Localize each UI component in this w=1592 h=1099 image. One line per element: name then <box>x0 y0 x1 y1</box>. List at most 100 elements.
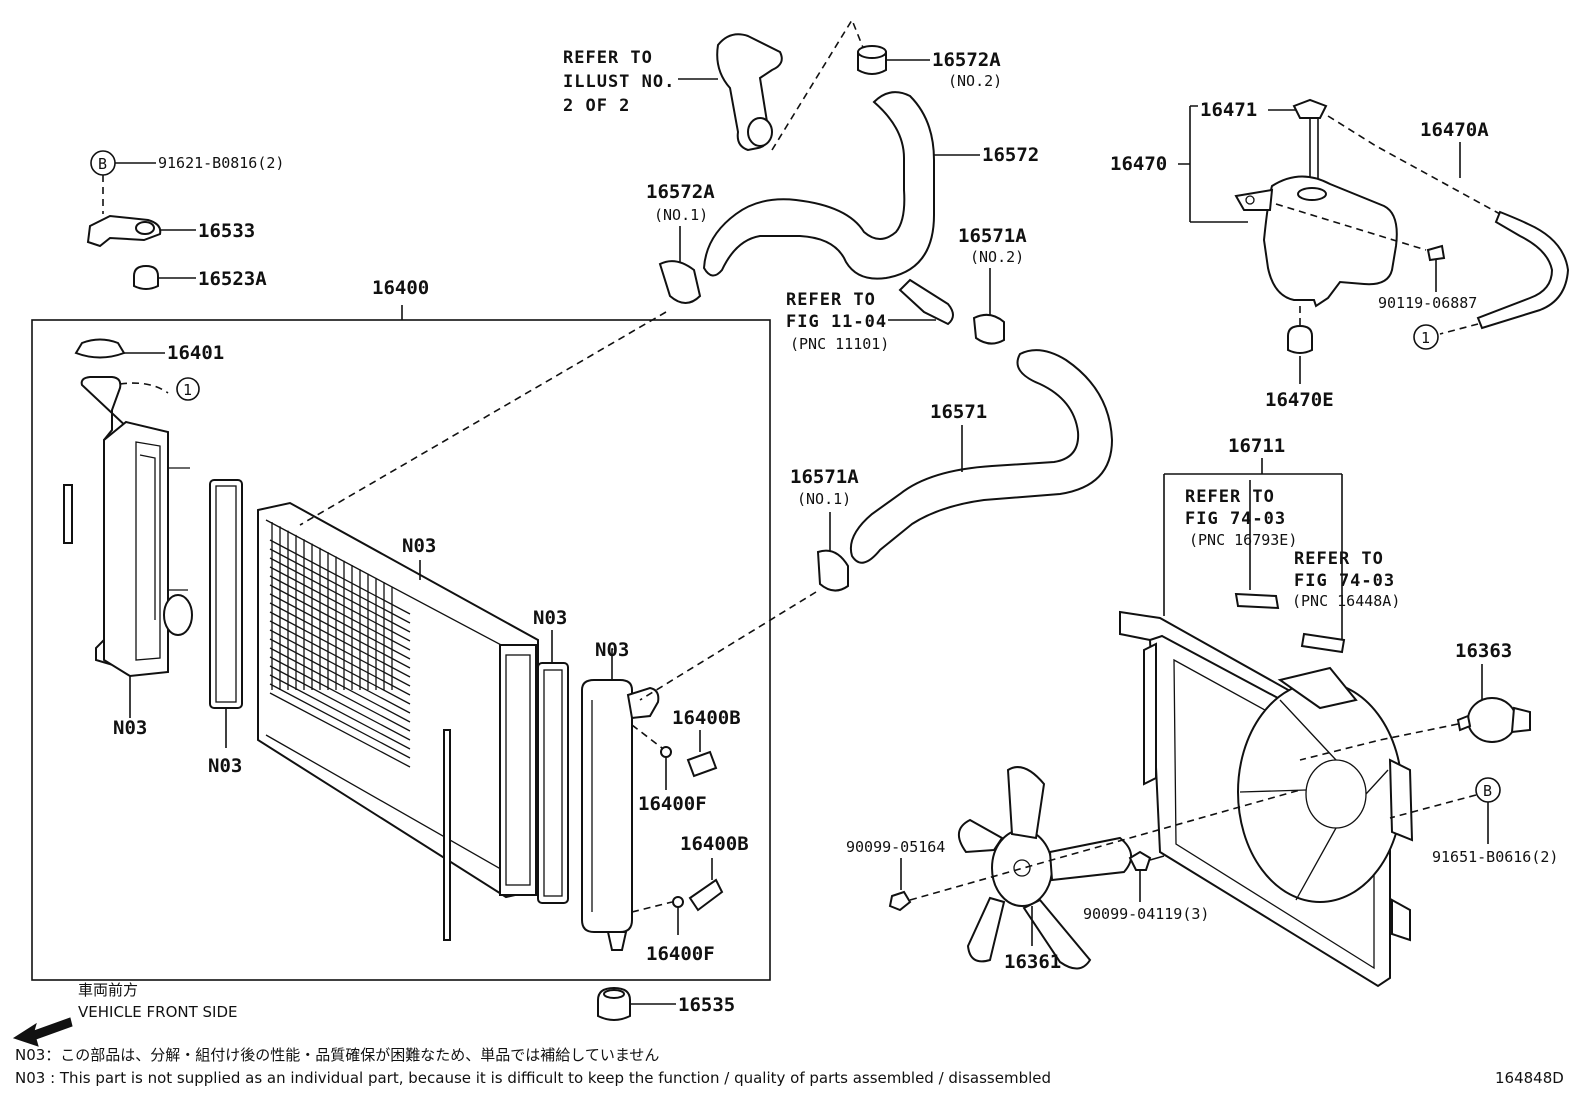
drain-cock-16535: 16535 <box>597 986 735 1021</box>
core-fin-line <box>269 656 411 732</box>
core-fin-line <box>269 548 411 624</box>
label-no1-lower: (NO.1) <box>797 490 851 508</box>
core-fin-line <box>269 557 411 633</box>
label-16572A-no1: 16572A <box>646 181 715 203</box>
radiator-right-tank: N03 <box>581 639 660 951</box>
label-16363: 16363 <box>1455 640 1512 662</box>
core-fin-line <box>269 692 411 768</box>
mount-cushion-16523A: 16523A <box>133 264 267 290</box>
core-fin-line <box>269 638 411 714</box>
core-fin-line <box>269 620 411 696</box>
refer-illust-line3: 2 OF 2 <box>563 96 630 116</box>
label-16711: 16711 <box>1228 435 1285 457</box>
core-fin-line <box>269 593 411 669</box>
label-90099-04119: 90099-04119(3) <box>1083 905 1209 923</box>
label-no2-upper: (NO.2) <box>948 72 1002 90</box>
refer-fig1104-line1: REFER TO <box>786 290 876 310</box>
orientation-jp: 車両前方 <box>78 981 138 999</box>
radiator-left-tank: 1 N03 <box>63 376 200 739</box>
label-16471: 16471 <box>1200 99 1257 121</box>
core-fin-line <box>269 629 411 705</box>
label-16571: 16571 <box>930 401 987 423</box>
shroud-bolt-90099-04119: 90099-04119(3) <box>1083 850 1209 923</box>
label-no2-mid: (NO.2) <box>970 248 1024 266</box>
label-n03-left-gasket: N03 <box>208 755 242 777</box>
label-16400F-upper: 16400F <box>638 793 707 815</box>
core-fins <box>269 522 411 768</box>
refer-fig1104-line2: FIG 11-04 <box>786 312 887 332</box>
fan-motor-16363: 16363 <box>1299 640 1531 761</box>
label-16533: 16533 <box>198 220 255 242</box>
label-16400F-lower: 16400F <box>646 943 715 965</box>
label-91621-B0816: 91621-B0816(2) <box>158 154 284 172</box>
refer-illust-line2: ILLUST NO. <box>563 72 675 92</box>
drain-plug-lower: 16400B 16400F <box>631 833 749 965</box>
label-16470A: 16470A <box>1420 119 1489 141</box>
hose-clamp-16572A-no2: 16572A (NO.2) <box>857 45 1002 90</box>
label-90099-05164: 90099-05164 <box>846 838 945 856</box>
refer-fig-11-04: REFER TO FIG 11-04 (PNC 11101) <box>786 290 936 353</box>
left-gasket: N03 <box>208 479 243 777</box>
refer-fig1104-line3: (PNC 11101) <box>790 335 889 353</box>
cooling-fan-16361: 16361 <box>958 766 1132 973</box>
label-16470: 16470 <box>1110 153 1167 175</box>
svg-text:B: B <box>1483 782 1492 800</box>
fan-shroud-group: 16711 REFER TO FIG 74-03 (PNC 16793E) RE… <box>1119 435 1414 988</box>
upper-radiator-hose-16572: 16572 <box>702 91 1039 326</box>
label-90119-06887: 90119-06887 <box>1378 294 1477 312</box>
refer-fig7403a-line2: FIG 74-03 <box>1185 509 1286 529</box>
vehicle-front-indicator: 車両前方 VEHICLE FRONT SIDE <box>12 981 238 1047</box>
refer-fig7403b-line3: (PNC 16448A) <box>1292 592 1400 610</box>
radiator-assembly-frame <box>31 319 771 981</box>
core-fin-line <box>269 611 411 687</box>
label-16470E: 16470E <box>1265 389 1334 411</box>
refer-fig7403a-line1: REFER TO <box>1185 487 1275 507</box>
right-gasket: N03 <box>533 607 569 904</box>
refer-fig7403b-line2: FIG 74-03 <box>1294 571 1395 591</box>
label-16523A: 16523A <box>198 268 267 290</box>
refer-illust-line1: REFER TO <box>563 48 653 68</box>
core-fin-line <box>269 665 411 741</box>
label-n03-core: N03 <box>402 535 436 557</box>
lower-radiator-hose-16571: 16571 <box>850 349 1114 564</box>
label-16400B-upper: 16400B <box>672 707 741 729</box>
label-91651-B0616: 91651-B0616(2) <box>1432 848 1558 866</box>
core-fin-line <box>269 575 411 651</box>
label-16572: 16572 <box>982 144 1039 166</box>
label-16571A-no2: 16571A <box>958 225 1027 247</box>
hose-clamp-16571A-no2: 16571A (NO.2) <box>958 225 1027 345</box>
drain-plug-upper: 16400B 16400F <box>631 707 741 815</box>
label-n03-left-tank: N03 <box>113 717 147 739</box>
label-n03-right-tank: N03 <box>595 639 629 661</box>
fan-nut-90099-05164: 90099-05164 <box>846 789 1301 912</box>
label-16572A-no2: 16572A <box>932 49 1001 71</box>
orientation-en: VEHICLE FRONT SIDE <box>78 1003 238 1021</box>
reservoir-group: 16471 16470 90119-06887 16470A 1 16470E <box>1110 98 1570 411</box>
radiator-bracket-group: B 91621-B0816(2) 16533 <box>86 150 284 248</box>
label-16571A-no1: 16571A <box>790 466 859 488</box>
label-no1-upper: (NO.1) <box>654 206 708 224</box>
note-n03-en: N03 : This part is not supplied as an in… <box>15 1069 1051 1087</box>
hose-clamp-16571A-no1: 16571A (NO.1) <box>790 466 859 592</box>
core-fin-line <box>269 602 411 678</box>
refer-fig7403b-line1: REFER TO <box>1294 549 1384 569</box>
label-n03-right-gasket: N03 <box>533 607 567 629</box>
hose-clamp-16572A-no1: 16572A (NO.1) <box>646 181 715 304</box>
radiator-core: N03 <box>257 501 539 941</box>
note-n03-jp: N03：この部品は、分解・組付け後の性能・品質確保が困難なため、単品では補給して… <box>15 1046 659 1064</box>
svg-text:B: B <box>98 155 107 173</box>
label-16361: 16361 <box>1004 951 1061 973</box>
svg-text:1: 1 <box>183 381 192 399</box>
radiator-cap: 16401 <box>74 338 224 364</box>
shroud-bolt-91651: B 91651-B0616(2) <box>1389 777 1558 866</box>
core-fin-line <box>269 539 411 615</box>
core-fin-line <box>269 674 411 750</box>
label-16401: 16401 <box>167 342 224 364</box>
core-fin-line <box>269 683 411 759</box>
label-16400: 16400 <box>372 277 429 299</box>
circle-1-left <box>176 377 200 401</box>
refer-fig7403a-line3: (PNC 16793E) <box>1189 531 1297 549</box>
label-16400B-lower: 16400B <box>680 833 749 855</box>
figure-id: 164848D <box>1495 1069 1564 1087</box>
